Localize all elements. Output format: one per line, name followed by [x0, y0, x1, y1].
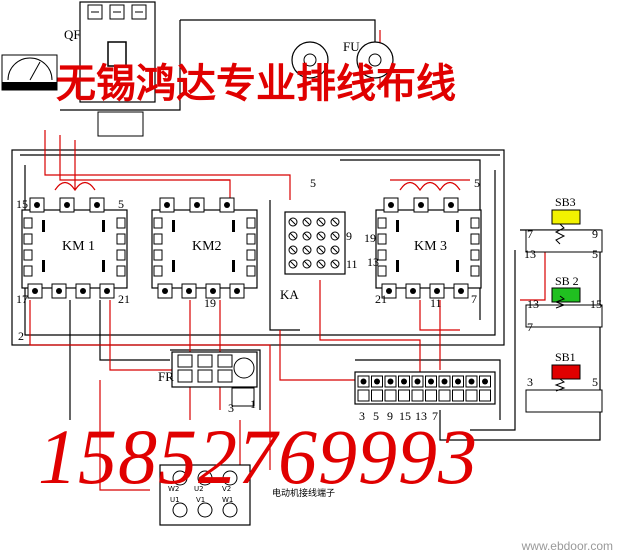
- wire-number: 17: [16, 292, 28, 306]
- red-wire-13: [210, 179, 231, 200]
- strip-number: 5: [373, 409, 379, 423]
- red-wire-10: [419, 300, 460, 331]
- sb-left-wire: [470, 250, 516, 431]
- km2-contactor: [151, 197, 258, 299]
- sb1-label: SB1: [555, 350, 576, 364]
- sb3-label: SB3: [555, 195, 576, 209]
- km2-label: KM2: [192, 239, 222, 254]
- red-wire-1: [44, 130, 291, 200]
- fuse-icons: [291, 41, 394, 79]
- wire-number: 5: [592, 247, 598, 261]
- red-wire-9: [319, 280, 421, 380]
- banner-title: 无锡鸿达专业排线布线: [56, 60, 456, 107]
- wire-number: 9: [592, 227, 598, 241]
- sb2-button: [525, 287, 603, 328]
- strip-number: 3: [359, 409, 365, 423]
- red-wire-15: [99, 380, 150, 491]
- km1-contactor: [21, 197, 128, 299]
- wire-number: 11: [346, 257, 358, 271]
- wire-number: 2: [18, 329, 24, 343]
- sb1-button: [525, 364, 603, 413]
- red-wires: [29, 30, 546, 491]
- terminal-strip: [354, 371, 496, 405]
- fr-label: FR: [158, 369, 174, 384]
- strip-number: 9: [387, 409, 393, 423]
- motor-terminal-box: [159, 464, 251, 526]
- fr-wire: [170, 349, 261, 410]
- strip-wire: [355, 359, 501, 420]
- motor-terminal-v1: V1: [196, 496, 206, 504]
- sb2-label: SB 2: [555, 274, 579, 288]
- motor-terminal-u2: U2: [194, 485, 204, 493]
- wire-number: 7: [471, 292, 477, 306]
- wire-number: 15: [590, 297, 602, 311]
- wire-number: 7: [527, 320, 533, 334]
- phone-number: 15852769993: [38, 413, 478, 500]
- wire-number: 19: [364, 231, 376, 245]
- qf-label: QF: [64, 27, 81, 42]
- motor-terminal-w2: W2: [168, 485, 180, 493]
- wire-number: 5: [592, 375, 598, 389]
- terminal-block-caption: 电动机接线端子: [272, 489, 336, 499]
- red-wire-2: [59, 135, 230, 181]
- wire-number: 11: [430, 296, 442, 310]
- wire-number: 13: [527, 297, 539, 311]
- watermark: www.ebdoor.com: [521, 539, 613, 553]
- red-wire-4: [29, 300, 271, 470]
- sb3-button: [525, 209, 603, 253]
- wire-number: 5: [474, 176, 480, 190]
- fu-label: FU: [343, 39, 360, 54]
- red-wire-5: [109, 300, 180, 371]
- wire-number: 5: [310, 176, 316, 190]
- motor-terminal-w1: W1: [222, 496, 234, 504]
- km1-fr-wire: [99, 300, 170, 361]
- wire-number: 3: [228, 401, 234, 415]
- red-wire-arcs: [399, 181, 461, 192]
- wire-number: 19: [204, 296, 216, 310]
- red-wire-14: [520, 250, 546, 301]
- wire-number: 5: [118, 197, 124, 211]
- fr-overload-relay: [171, 351, 258, 407]
- red-wire-arcs-2: [54, 181, 96, 192]
- ka-label: KA: [280, 287, 299, 302]
- ammeter-icon: [1, 54, 58, 91]
- strip-number: 13: [415, 409, 427, 423]
- strip-number: 15: [399, 409, 411, 423]
- wire-number: 7: [527, 227, 533, 241]
- km3-label: KM 3: [414, 239, 448, 254]
- wire-number: 1: [250, 397, 256, 411]
- qf-side-wire: [60, 20, 181, 111]
- km3-contactor: [375, 197, 482, 299]
- strip-number: 7: [432, 409, 438, 423]
- wire-number: 13: [524, 247, 536, 261]
- motor-terminal-v2: V2: [222, 485, 232, 493]
- wire-number: 9: [346, 229, 352, 243]
- ka-wire: [269, 200, 300, 331]
- wire-number: 15: [16, 197, 28, 211]
- contactor-group: [21, 197, 482, 299]
- qf-breaker: [79, 1, 156, 137]
- wire-number: 21: [375, 292, 387, 306]
- wire-number: 21: [118, 292, 130, 306]
- motor-terminal-u1: U1: [170, 496, 180, 504]
- wire-number: 3: [527, 375, 533, 389]
- ka-relay: [284, 211, 346, 275]
- wire-number: 13: [367, 255, 379, 269]
- km1-label: KM 1: [62, 239, 96, 254]
